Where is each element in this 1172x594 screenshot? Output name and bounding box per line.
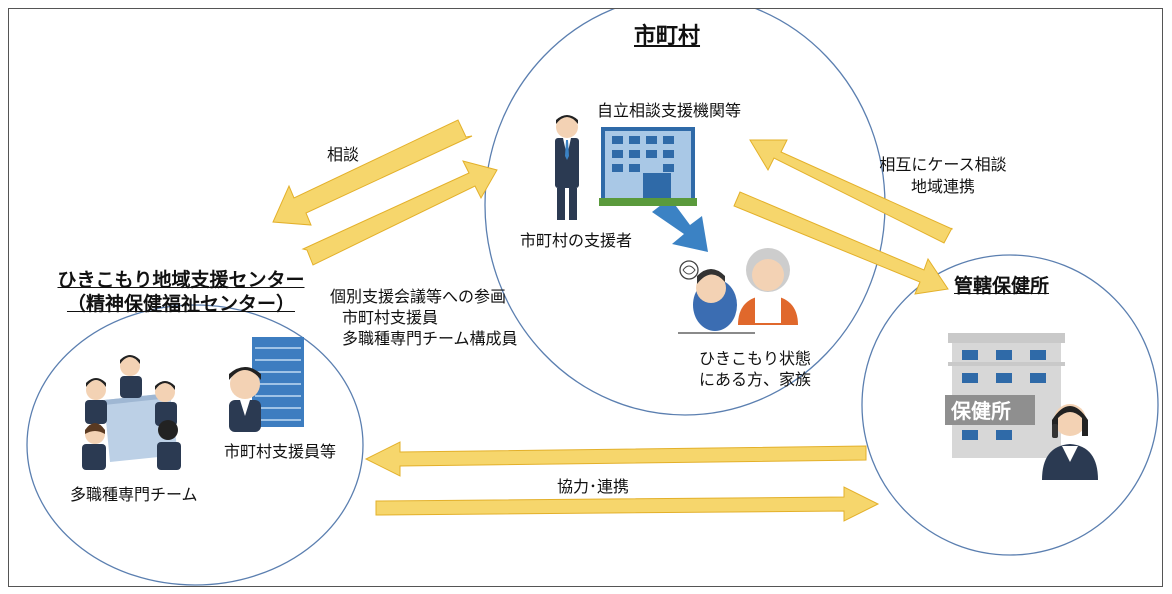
client-label-line1: ひきこもり状態 [698, 349, 811, 368]
client-label-line2: にある方、家族 [698, 370, 811, 389]
health-center-title: 管轄保健所 [954, 275, 1050, 297]
team-label: 多職種専門チーム [70, 485, 198, 504]
municipality-title: 市町村 [634, 24, 701, 49]
center-title: ひきこもり地域支援センター （精神保健福祉センター） [26, 268, 336, 316]
client-label: ひきこもり状態 にある方、家族 [680, 348, 830, 390]
mutual-label-line2: 地域連携 [910, 177, 975, 196]
health-center-sign: 保健所 [951, 399, 1011, 423]
health-center-building-icon [945, 333, 1065, 458]
meeting-label: 個別支援会議等への参画 市町村支援員 多職種専門チーム構成員 [330, 286, 518, 349]
agency-label: 自立相談支援機関等 [597, 101, 742, 120]
consult-arrow [272, 119, 473, 226]
supporter-label: 市町村の支援者 [520, 231, 633, 250]
mutual-arrow-up [749, 139, 953, 244]
center-title-line2: （精神保健福祉センター） [66, 293, 295, 315]
big-blue-arrow [652, 198, 708, 252]
client-person-icon [678, 260, 755, 334]
cooperation-arrow-left [364, 441, 867, 477]
family-person-icon [738, 248, 798, 325]
meeting-arrow [301, 160, 498, 266]
health-center-staff-icon [1042, 404, 1098, 480]
meeting-label-line2: 市町村支援員 [342, 308, 439, 327]
center-title-line1: ひきこもり地域支援センター [57, 269, 305, 291]
mutual-arrow-down [733, 191, 949, 295]
meeting-label-line3: 多職種専門チーム構成員 [342, 329, 518, 348]
mutual-label-line1: 相互にケース相談 [879, 155, 1007, 174]
consult-label: 相談 [327, 145, 360, 164]
supporter-person-icon [555, 115, 579, 220]
center-circle [26, 304, 364, 586]
meeting-label-line1: 個別支援会議等への参画 [330, 287, 507, 306]
cooperation-arrow-right [375, 486, 880, 522]
diagram-frame [8, 8, 1163, 587]
staff-label: 市町村支援員等 [224, 442, 337, 461]
agency-building-icon [599, 127, 697, 206]
staff-person-icon [229, 367, 261, 432]
mutual-label: 相互にケース相談 地域連携 [868, 154, 1018, 198]
cooperation-label: 協力･連携 [557, 477, 630, 496]
health-center-circle [861, 254, 1159, 556]
team-meeting-icon [82, 355, 181, 470]
